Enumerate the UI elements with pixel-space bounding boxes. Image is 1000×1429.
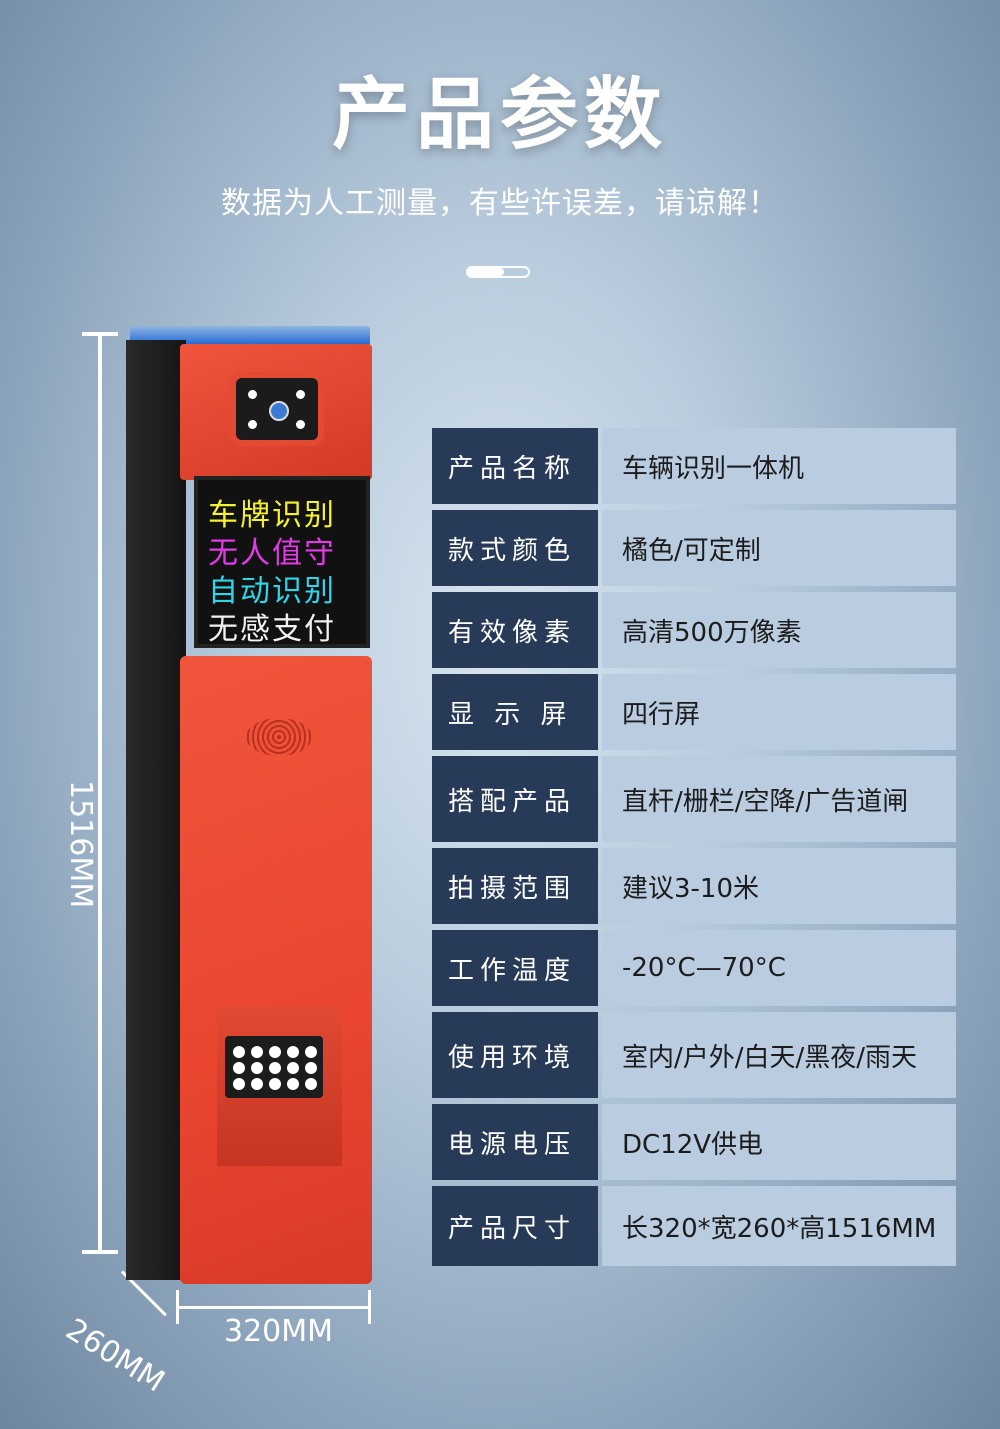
spec-value: 高清500万像素 [602,592,956,668]
spec-row: 使用环境室内/户外/白天/黑夜/雨天 [432,1012,956,1098]
spec-row: 有效像素高清500万像素 [432,592,956,668]
camera-icon [236,378,318,440]
page-subtitle: 数据为人工测量，有些许误差，请谅解！ [221,186,779,221]
led-line-4: 无感支付 [208,612,336,647]
width-dimension-label: 320MM [224,1314,334,1349]
height-dimension-cap-bottom [82,1250,118,1254]
height-dimension-cap-top [82,332,118,336]
spec-value: 室内/户外/白天/黑夜/雨天 [602,1012,956,1098]
spec-value: 橘色/可定制 [602,510,956,586]
led-line-2: 无人值守 [208,536,336,571]
spec-row: 显 示 屏四行屏 [432,674,956,750]
spec-value: 四行屏 [602,674,956,750]
device-side-panel [126,340,186,1280]
spec-label: 产品名称 [432,428,598,504]
width-dimension-cap-left [176,1290,179,1324]
speaker-icon [246,718,312,756]
spec-label: 款式颜色 [432,510,598,586]
spec-row: 工作温度-20°C—70°C [432,930,956,1006]
led-display: 车牌识别 无人值守 自动识别 无感支付 [194,476,370,648]
spec-label: 搭配产品 [432,756,598,842]
spec-label: 工作温度 [432,930,598,1006]
page-indicator-fill [468,268,504,276]
spec-value: 建议3-10米 [602,848,956,924]
spec-label: 拍摄范围 [432,848,598,924]
product-image: 车牌识别 无人值守 自动识别 无感支付 [120,326,382,1288]
fill-light-icon [225,1036,323,1098]
height-dimension-line [98,334,102,1254]
spec-row: 产品名称车辆识别一体机 [432,428,956,504]
spec-row: 款式颜色橘色/可定制 [432,510,956,586]
width-dimension-cap-right [368,1290,371,1324]
page-indicator [466,266,530,278]
spec-label: 显 示 屏 [432,674,598,750]
spec-row: 拍摄范围建议3-10米 [432,848,956,924]
depth-dimension-label: 260MM [59,1312,171,1400]
device-body [180,656,372,1284]
led-line-3: 自动识别 [208,574,336,609]
spec-value: DC12V供电 [602,1104,956,1180]
spec-value: 车辆识别一体机 [602,428,956,504]
led-line-1: 车牌识别 [208,498,336,533]
spec-label: 有效像素 [432,592,598,668]
height-dimension-label: 1516MM [63,780,98,909]
spec-row: 搭配产品直杆/栅栏/空降/广告道闸 [432,756,956,842]
spec-label: 使用环境 [432,1012,598,1098]
spec-value: 直杆/栅栏/空降/广告道闸 [602,756,956,842]
spec-row: 产品尺寸长320*宽260*高1516MM [432,1186,956,1266]
width-dimension-line [178,1306,370,1309]
spec-table: 产品名称车辆识别一体机 款式颜色橘色/可定制 有效像素高清500万像素 显 示 … [432,428,956,1272]
spec-value: -20°C—70°C [602,930,956,1006]
page-title: 产品参数 [331,70,668,160]
device-top-cap [130,326,370,346]
spec-label: 产品尺寸 [432,1186,598,1266]
spec-label: 电源电压 [432,1104,598,1180]
spec-value: 长320*宽260*高1516MM [602,1186,956,1266]
